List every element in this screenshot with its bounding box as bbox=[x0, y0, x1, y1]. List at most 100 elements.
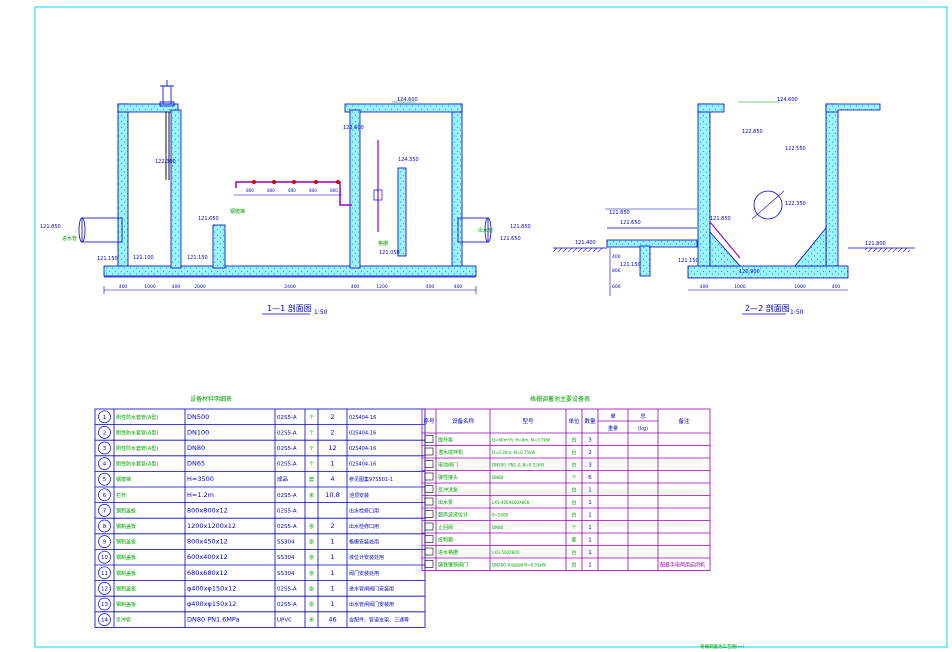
materials-row-name: 钢制盖板 bbox=[116, 601, 136, 608]
equipment-row-unit: 台 bbox=[571, 436, 576, 443]
materials-row-spec: H=1.2m bbox=[187, 491, 214, 499]
s2-elev-ground-l: 121.400 bbox=[575, 240, 596, 246]
s2-benching-left bbox=[709, 230, 741, 267]
materials-row-name: 栏杆 bbox=[116, 492, 126, 499]
materials-row-note: 含配件、管道支架、三通等 bbox=[349, 617, 409, 624]
equipment-row-name: 出水泵 bbox=[438, 499, 453, 506]
materials-row-name: 刚性防水套管(A型) bbox=[116, 414, 158, 421]
materials-row-qty: 2 bbox=[330, 522, 334, 530]
s1-ladder bbox=[165, 112, 170, 180]
materials-table-title: 设备材料明细表 bbox=[190, 395, 232, 403]
s1-dim-0: 400 bbox=[119, 284, 128, 290]
equipment-row-model: Q=60m³/h, H=8m, N=3.7kW bbox=[492, 437, 550, 442]
equipment-row-unit: 台 bbox=[571, 486, 576, 493]
s2-inlet-channel-slab bbox=[606, 239, 698, 248]
s2-inlet-channel-wall bbox=[639, 245, 651, 277]
s2-elev-work: 122.550 bbox=[785, 146, 806, 152]
materials-row-no: 7 bbox=[103, 508, 107, 514]
s2-scale: 1:50 bbox=[790, 309, 804, 316]
s1-roof-left bbox=[117, 103, 179, 113]
equipment-row-model: 0~5000 bbox=[492, 512, 509, 517]
materials-row-note: 02S404-16 bbox=[349, 462, 376, 468]
s2-roof-right bbox=[825, 103, 881, 113]
s2-right-wall bbox=[825, 103, 839, 275]
equipment-row-qty: 1 bbox=[588, 550, 592, 556]
materials-row-spec: 800x800x12 bbox=[187, 506, 228, 514]
materials-row-name: 刚性防水套管(A型) bbox=[116, 461, 158, 468]
materials-row-spec: φ400xφ150x12 bbox=[187, 600, 236, 608]
materials-row-spec: 1200x1200x12 bbox=[187, 522, 236, 530]
equipment-row-qty: 3 bbox=[588, 437, 592, 443]
materials-row-no: 2 bbox=[103, 430, 107, 436]
equipment-row-model: DN500 手动启闭 N=0.55kW bbox=[492, 561, 546, 567]
s2-dim-left-2: 600 bbox=[612, 284, 621, 290]
materials-row-std: 02S5-A bbox=[277, 462, 297, 468]
s1-label-inlet: 进水管 bbox=[62, 235, 77, 242]
materials-row-unit: 张 bbox=[309, 554, 314, 561]
materials-row-spec: DN80 bbox=[187, 444, 205, 452]
materials-row-note: 池顶安装 bbox=[349, 492, 369, 499]
materials-row-no: 12 bbox=[101, 586, 108, 592]
s1-dim-6: 1200 bbox=[376, 284, 388, 290]
row-number-circle bbox=[98, 488, 111, 502]
equipment-row-name: 弹性接头 bbox=[438, 474, 458, 481]
materials-row-std: 02S5-A bbox=[277, 430, 297, 436]
equipment-row-name: 超声波液位计 bbox=[438, 511, 468, 518]
materials-row-no: 10 bbox=[101, 555, 108, 561]
materials-row-std: 02S5-A bbox=[277, 446, 297, 452]
row-number-circle bbox=[98, 504, 111, 517]
row-number-circle bbox=[98, 550, 111, 564]
materials-row-no: 5 bbox=[103, 477, 107, 483]
s2-dim-1: 1000 bbox=[734, 284, 746, 290]
materials-row-std: 02S5-A bbox=[277, 586, 297, 592]
s2-dim-left-1: 800 bbox=[612, 268, 621, 274]
equipment-row-unit: 台 bbox=[571, 449, 576, 456]
equipment-row-unit: 台 bbox=[571, 461, 576, 468]
s2-title: 2—2 剖面图 bbox=[745, 303, 790, 313]
equipment-row-model: DN80 bbox=[492, 525, 504, 530]
s2-dim-2: 1000 bbox=[794, 284, 806, 290]
equipment-row-name: 控制箱 bbox=[438, 536, 453, 543]
s1-elev-right1: 122.600 bbox=[343, 125, 364, 131]
s1-inlet-pipe bbox=[81, 217, 123, 243]
materials-row-no: 11 bbox=[101, 571, 108, 577]
equipment-header-total: 总 bbox=[640, 412, 646, 420]
materials-row-no: 8 bbox=[103, 524, 107, 530]
row-checkbox bbox=[424, 535, 434, 543]
row-checkbox bbox=[424, 560, 434, 568]
section-2-2: 124.600 122.850 122.550 122.350 121.850 … bbox=[553, 97, 915, 316]
row-checkbox bbox=[424, 472, 434, 481]
materials-row-unit: 个 bbox=[309, 446, 314, 452]
s2-elev-in: 121.850 bbox=[710, 216, 731, 222]
equipment-row-qty: 3 bbox=[588, 462, 592, 468]
s1-vent-pipe bbox=[159, 80, 175, 107]
equipment-row-qty: 1 bbox=[588, 512, 592, 518]
materials-row-spec: 680x680x12 bbox=[187, 569, 228, 577]
materials-row-spec: DN500 bbox=[187, 413, 209, 421]
s2-elev-pipe: 122.350 bbox=[785, 201, 806, 207]
materials-row-no: 13 bbox=[101, 602, 108, 608]
materials-row-spec: 600x400x12 bbox=[187, 553, 228, 561]
equipment-row-unit: 台 bbox=[571, 561, 576, 568]
materials-row-name: 钢制盖板 bbox=[116, 554, 136, 561]
equipment-subheader-total: (kg) bbox=[638, 426, 648, 432]
materials-row-note: 液位计安装处用 bbox=[349, 554, 384, 561]
s1-scale: 1:50 bbox=[314, 309, 328, 316]
s1-roof-right bbox=[344, 103, 463, 113]
materials-row-note: 参见图集97S501-1 bbox=[349, 476, 393, 483]
s1-dim-7: 400 bbox=[426, 284, 435, 290]
equipment-header-model: 型号 bbox=[522, 417, 534, 425]
materials-row-no: 6 bbox=[103, 493, 107, 499]
materials-row-qty: 1 bbox=[330, 553, 334, 561]
s1-dim-1: 1000 bbox=[144, 284, 156, 290]
row-number-circle bbox=[98, 535, 111, 548]
equipment-header-single: 单 bbox=[610, 412, 616, 420]
s2-roof-left bbox=[697, 103, 725, 113]
equipment-row-qty: 1 bbox=[588, 562, 592, 568]
equipment-row-unit: 个 bbox=[571, 525, 576, 531]
s1-dim-2: 400 bbox=[172, 284, 181, 290]
materials-row-name: 刚性防水套管(A型) bbox=[116, 429, 158, 436]
equipment-row-qty: 1 bbox=[588, 487, 592, 493]
s2-elev-water: 122.850 bbox=[742, 129, 763, 135]
